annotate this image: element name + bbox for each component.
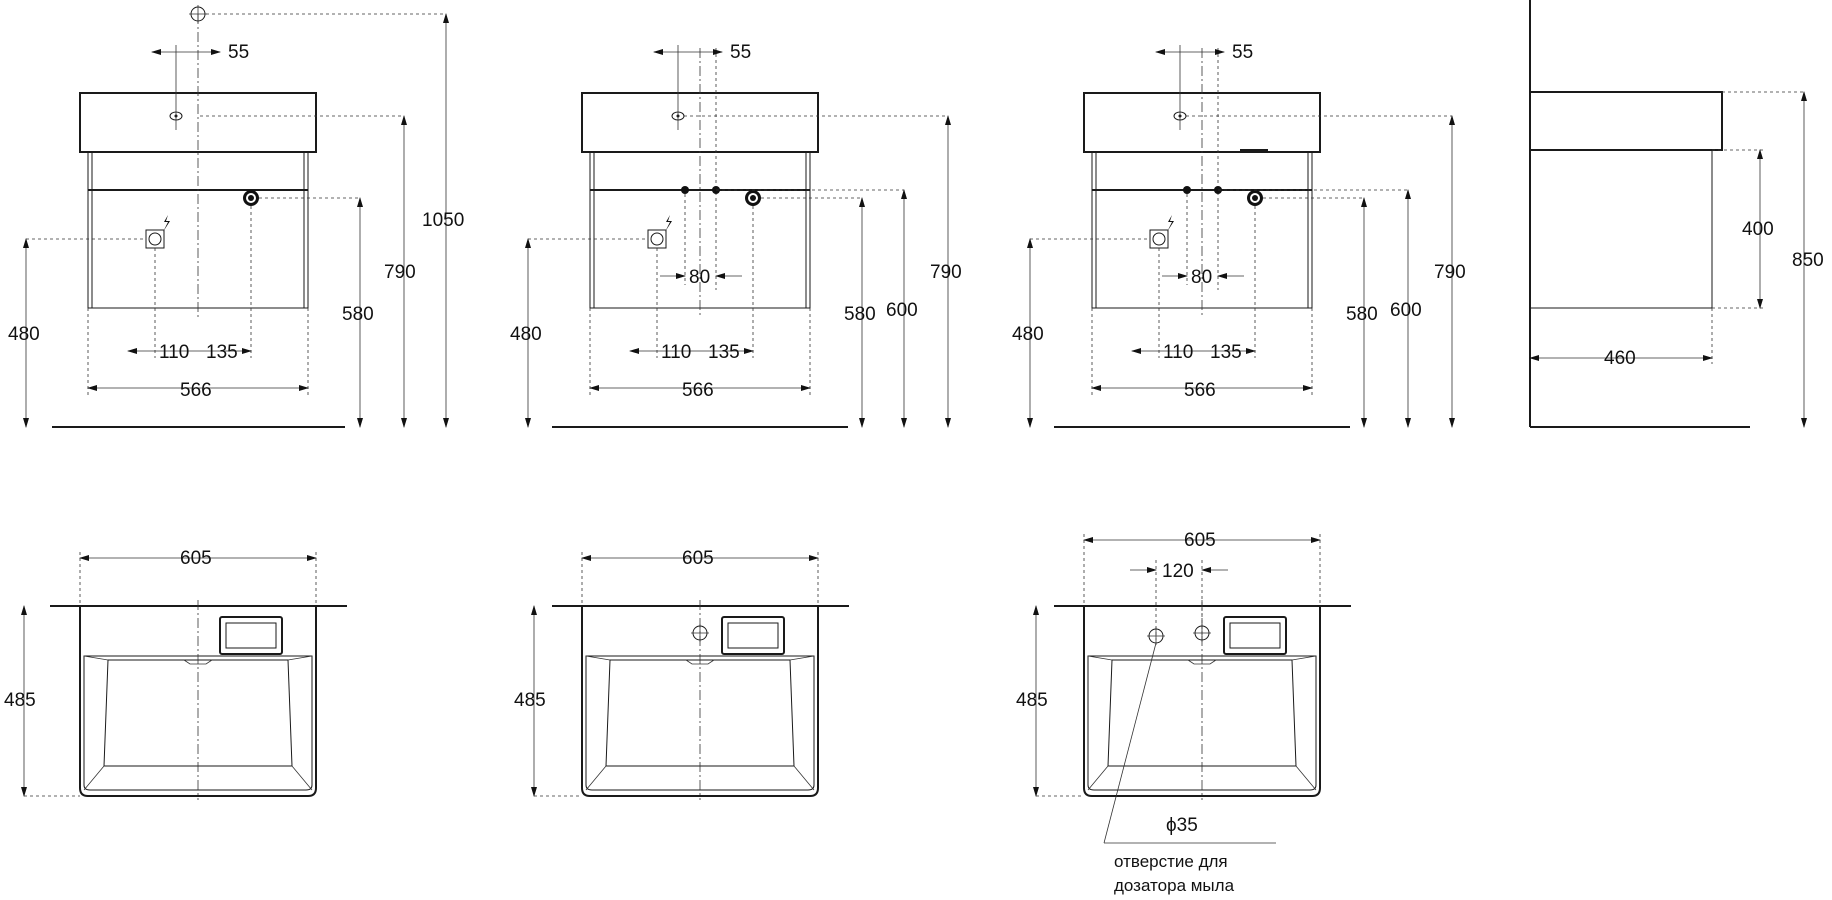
dim-basin-depth: 485	[514, 690, 546, 711]
dim-hole-offset: 55	[730, 42, 751, 63]
soap-dispenser-note-line1: отверстие для	[1114, 852, 1228, 871]
dim-basin-width: 605	[180, 548, 212, 569]
electric-outlet-icon	[145, 215, 170, 249]
sink-side	[1530, 91, 1723, 151]
basin-outline	[581, 606, 819, 797]
sink-body	[1083, 92, 1321, 153]
dim-basin-width: 605	[1184, 530, 1216, 551]
dim-cabinet-height: 400	[1742, 219, 1774, 240]
dim-sink-height: 790	[384, 262, 416, 283]
dim-cabinet-width: 566	[180, 380, 212, 401]
dim-right-offset: 135	[1210, 342, 1242, 363]
dim-total-height: 1050	[422, 210, 464, 231]
front-view-2: 55 790 600 580 480 80 110 135 566	[510, 42, 962, 428]
dim-hole-offset: 55	[228, 42, 249, 63]
dim-pipe-height: 600	[1390, 300, 1422, 321]
dim-hole-spacing: 120	[1162, 561, 1194, 582]
dim-left-offset: 110	[1163, 342, 1193, 363]
dim-basin-depth: 485	[4, 690, 36, 711]
electric-outlet-icon	[1149, 215, 1174, 249]
faucet-hole-icon	[1193, 624, 1211, 642]
faucet-hole-icon	[691, 624, 709, 642]
hole-diameter-label: ϕ35	[1166, 815, 1198, 836]
top-view-3: 605 120 485 ϕ35 отверстие для дозатора м…	[1016, 530, 1351, 895]
dim-left-offset: 110	[159, 342, 189, 363]
electric-outlet-icon	[647, 215, 672, 249]
front-view-3: 55 790 600 580 480 80 110 135 566	[1012, 42, 1466, 428]
dim-pipe-spacing: 80	[1191, 267, 1212, 288]
dim-drain-height: 580	[342, 304, 374, 325]
dim-outlet-height: 480	[1012, 324, 1044, 345]
dim-basin-depth: 485	[1016, 690, 1048, 711]
side-view: 850 400 460	[1529, 0, 1824, 428]
sink-body	[79, 92, 317, 153]
dim-cabinet-width: 566	[682, 380, 714, 401]
dim-pipe-height: 600	[886, 300, 918, 321]
dim-right-offset: 135	[206, 342, 238, 363]
dim-pipe-spacing: 80	[689, 267, 710, 288]
dim-hole-offset: 55	[1232, 42, 1253, 63]
dim-total-height: 850	[1792, 250, 1824, 271]
sink-body	[581, 92, 819, 153]
dim-sink-height: 790	[930, 262, 962, 283]
leader-line	[1103, 642, 1157, 844]
dim-right-offset: 135	[708, 342, 740, 363]
dim-outlet-height: 480	[510, 324, 542, 345]
dim-sink-height: 790	[1434, 262, 1466, 283]
dim-outlet-height: 480	[8, 324, 40, 345]
dim-basin-width: 605	[682, 548, 714, 569]
basin-outline	[79, 606, 317, 797]
dim-cabinet-width: 566	[1184, 380, 1216, 401]
dim-drain-height: 580	[1346, 304, 1378, 325]
soap-dispenser-note-line2: дозатора мыла	[1114, 876, 1235, 895]
soap-dispenser-hole-icon	[1147, 627, 1165, 645]
basin-outline	[1083, 606, 1321, 797]
top-view-2: 605 485	[514, 548, 849, 800]
faucet-hole-icon	[189, 5, 207, 23]
dim-depth: 460	[1604, 348, 1636, 369]
top-view-1: 605 485	[4, 548, 347, 800]
front-view-1: 55 1050 790 580 480 110 135 566	[8, 5, 464, 428]
dim-left-offset: 110	[661, 342, 691, 363]
dim-drain-height: 580	[844, 304, 876, 325]
